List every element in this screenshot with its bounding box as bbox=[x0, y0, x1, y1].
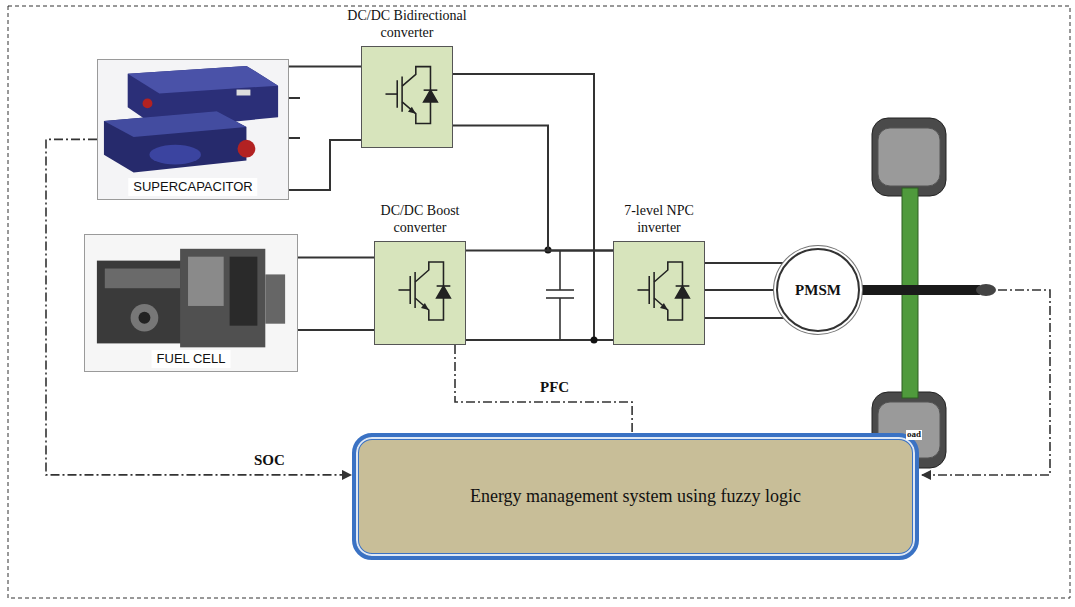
block-heading: DC/DC Bidirectional converter bbox=[332, 8, 482, 42]
power-wires-part bbox=[453, 74, 594, 340]
block-heading: 7-level NPC inverter bbox=[611, 203, 707, 237]
igbt-symbol-part-part bbox=[401, 76, 403, 111]
igbt-symbol-part-part bbox=[654, 262, 682, 286]
junction-dot-part bbox=[591, 337, 598, 344]
dc-bus-capacitor-part bbox=[559, 298, 561, 340]
signal-label: PFC bbox=[538, 379, 571, 396]
fuel-cell-picture-part bbox=[180, 249, 265, 348]
power-wires-part bbox=[298, 329, 374, 331]
igbt-symbol-part-part bbox=[637, 289, 649, 291]
block-label: PMSM bbox=[789, 281, 847, 299]
igbt-symbol-part-part bbox=[409, 276, 411, 304]
wheel-assembly-part bbox=[858, 285, 980, 295]
supercapacitor-picture-part bbox=[143, 98, 153, 108]
signal-line bbox=[455, 345, 632, 433]
power-wire bbox=[298, 257, 374, 259]
motor-circle: PMSM bbox=[776, 248, 860, 332]
power-wires-part bbox=[289, 140, 361, 190]
igbt-symbol-part bbox=[385, 67, 437, 124]
igbt-symbol-part bbox=[660, 303, 668, 310]
igbt-symbol-part-part bbox=[437, 286, 451, 298]
fuel-cell-picture-box: FUEL CELL bbox=[84, 234, 298, 372]
igbt-symbol-part-part bbox=[414, 272, 416, 308]
inverter-box: 7-level NPC inverter bbox=[613, 241, 705, 345]
load-label: oad bbox=[906, 430, 922, 440]
signal-label: SOC bbox=[252, 452, 287, 469]
wheel-assembly-part bbox=[878, 128, 940, 186]
fuel-cell-picture-part bbox=[131, 304, 159, 332]
igbt-symbol bbox=[375, 242, 465, 344]
signal-line bbox=[46, 139, 351, 475]
fuel-cell-picture-part bbox=[265, 274, 285, 323]
igbt-symbol-part-part bbox=[424, 90, 438, 102]
supercapacitor-picture-part bbox=[98, 60, 288, 199]
fuel-cell-picture-part bbox=[230, 257, 258, 326]
igbt-symbol-part bbox=[421, 303, 429, 310]
fuel-cell-picture-part bbox=[138, 312, 150, 324]
supercapacitor-picture-part bbox=[128, 66, 278, 94]
dc-bus-capacitor bbox=[546, 250, 574, 340]
igbt-symbol-part-part bbox=[424, 89, 438, 91]
power-wire bbox=[289, 65, 361, 67]
igbt-symbol-part-part bbox=[653, 272, 655, 308]
igbt-symbol-part-part bbox=[676, 285, 690, 287]
igbt-symbol-part-part bbox=[676, 286, 690, 298]
converter-box: DC/DC Boost converter bbox=[374, 241, 466, 345]
outer-frame bbox=[8, 6, 1070, 598]
converter-box: DC/DC Bidirectional converter bbox=[361, 46, 453, 148]
dc-bus-capacitor-part bbox=[559, 250, 561, 290]
power-wire bbox=[466, 249, 613, 251]
power-wire bbox=[705, 289, 776, 291]
power-wires-part bbox=[289, 137, 300, 139]
igbt-symbol bbox=[362, 47, 452, 147]
block-label: SUPERCAPACITOR bbox=[128, 178, 257, 196]
supercapacitor-picture-box: SUPERCAPACITOR bbox=[97, 59, 289, 200]
igbt-symbol-part-part bbox=[396, 80, 398, 107]
igbt-symbol-part-part bbox=[437, 285, 451, 287]
fuel-cell-picture-part bbox=[97, 261, 188, 344]
supercapacitor-picture-part bbox=[149, 145, 200, 165]
block-label: FUEL CELL bbox=[152, 350, 231, 368]
dc-bus-capacitor-part bbox=[546, 289, 574, 291]
block-label: Energy management system using fuzzy log… bbox=[464, 486, 807, 508]
power-wire bbox=[453, 126, 613, 251]
block-heading: DC/DC Boost converter bbox=[364, 203, 476, 237]
igbt-symbol-part bbox=[637, 262, 689, 320]
fuel-cell-picture-part bbox=[188, 257, 224, 306]
igbt-symbol-part-part bbox=[385, 93, 397, 95]
supercapacitor-picture-part bbox=[104, 111, 247, 172]
igbt-symbol bbox=[614, 242, 704, 344]
energy-management-box: Energy management system using fuzzy log… bbox=[352, 433, 919, 560]
igbt-symbol-part-part bbox=[648, 276, 650, 304]
load-signal-line bbox=[922, 290, 1050, 475]
fuel-cell-picture-part bbox=[85, 235, 297, 371]
igbt-symbol-part bbox=[408, 107, 416, 114]
igbt-symbol-part-part bbox=[415, 262, 443, 286]
wheel-assembly-part bbox=[976, 284, 996, 296]
wheel-assembly-part bbox=[872, 118, 946, 196]
junction-dot bbox=[545, 247, 598, 344]
wheel-assembly bbox=[858, 118, 996, 468]
supercapacitor-picture-part bbox=[237, 90, 251, 96]
power-wires-part bbox=[705, 317, 787, 319]
igbt-symbol-part-part bbox=[402, 67, 430, 91]
igbt-symbol-part-part bbox=[398, 289, 410, 291]
igbt-symbol-part-part bbox=[415, 298, 443, 320]
igbt-symbol-part-part bbox=[402, 102, 430, 124]
power-wires-part bbox=[705, 262, 786, 264]
igbt-symbol-part-part bbox=[654, 298, 682, 320]
supercapacitor-picture-part bbox=[104, 111, 247, 137]
supercapacitor-picture-part bbox=[238, 140, 256, 158]
igbt-symbol-part bbox=[398, 262, 450, 320]
power-wires-part bbox=[289, 97, 300, 99]
fuel-cell-picture-part bbox=[105, 269, 180, 289]
